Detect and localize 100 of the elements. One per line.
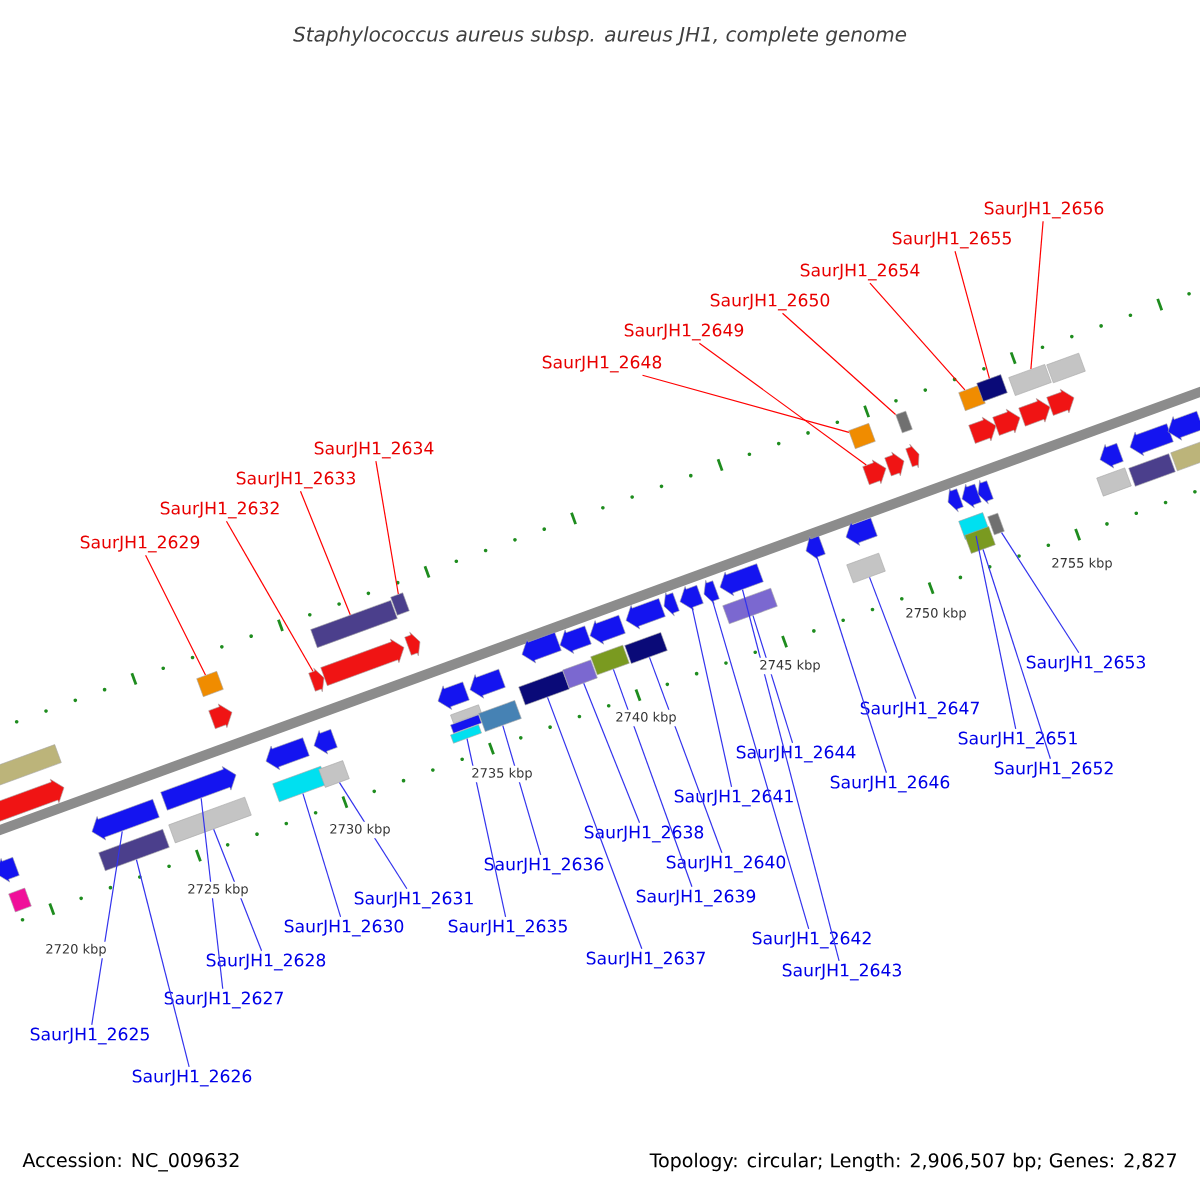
gene-label: SaurJH1_2649 [624, 323, 744, 341]
leader-line [975, 535, 1017, 730]
gene-box [450, 724, 482, 744]
gene-feature [905, 443, 920, 469]
gene-box [624, 632, 668, 664]
gene-feature [663, 591, 680, 617]
gene-feature [404, 631, 421, 657]
leader-line [641, 374, 850, 433]
leader-line [546, 696, 643, 950]
gene-feature [160, 766, 237, 811]
leader-line [200, 797, 224, 990]
gene-feature [208, 703, 233, 729]
leader-line [648, 656, 723, 854]
leader-line [712, 601, 810, 930]
leader-line [1030, 220, 1044, 370]
gene-label: SaurJH1_2630 [284, 919, 404, 937]
gene-feature [703, 579, 720, 605]
gene-feature [845, 517, 878, 546]
gene-feature [992, 408, 1021, 436]
gene-feature [1099, 443, 1124, 469]
gene-feature [91, 799, 160, 841]
gene-box [722, 587, 778, 625]
gene-feature [625, 598, 666, 630]
gene-feature [719, 563, 764, 596]
gene-box [272, 765, 328, 803]
gene-feature [862, 459, 887, 485]
gene-box [1008, 364, 1052, 396]
leader-line [691, 607, 733, 788]
leader-line [741, 589, 840, 962]
leader-line [612, 668, 693, 888]
gene-label: SaurJH1_2625 [30, 1027, 149, 1045]
gene-box [450, 704, 482, 724]
gene-label: SaurJH1_2637 [586, 951, 705, 969]
gene-label: SaurJH1_2650 [710, 293, 830, 311]
gene-label: SaurJH1_2629 [80, 535, 200, 553]
gene-feature [0, 778, 65, 822]
gene-box [1096, 467, 1132, 497]
gene-box [310, 600, 398, 648]
gene-feature [679, 585, 704, 611]
gene-feature [0, 857, 20, 883]
leader-line [135, 859, 190, 1068]
leader-line [698, 342, 867, 466]
gene-feature [320, 638, 405, 686]
gene-box [1170, 440, 1200, 472]
gene-label: SaurJH1_2647 [860, 701, 979, 719]
gene-label: SaurJH1_2634 [314, 441, 434, 459]
leader-line [91, 830, 123, 1026]
gene-box [987, 512, 1005, 536]
gene-label: SaurJH1_2628 [206, 953, 326, 971]
leader-line [145, 554, 207, 676]
gene-label: SaurJH1_2655 [892, 231, 1011, 249]
gene-label: SaurJH1_2635 [448, 919, 567, 937]
gene-feature [1018, 398, 1051, 427]
gene-feature [308, 667, 325, 693]
leader-line [869, 282, 966, 391]
gene-feature [469, 668, 506, 699]
gene-feature [521, 632, 562, 664]
gene-box [318, 760, 350, 788]
leader-line [583, 682, 641, 824]
gene-box [895, 410, 913, 434]
gene-label: SaurJH1_2627 [164, 991, 283, 1009]
gene-label: SaurJH1_2642 [752, 931, 871, 949]
gene-feature [947, 487, 964, 513]
gene-label: SaurJH1_2648 [542, 355, 662, 373]
leader-line [375, 460, 399, 595]
leader-line [1000, 532, 1080, 654]
gene-feature [884, 451, 905, 477]
gene-box [958, 385, 986, 411]
gene-label: SaurJH1_2653 [1026, 655, 1145, 673]
leader-line [502, 725, 542, 856]
gene-feature [961, 483, 982, 509]
gene-feature [313, 729, 338, 755]
gene-feature [559, 625, 592, 654]
gene-feature [1129, 423, 1174, 456]
gene-label: SaurJH1_2656 [984, 201, 1104, 219]
gene-feature [1046, 388, 1075, 416]
leader-line [781, 312, 897, 416]
info-text: Topology: circular; Length: 2,906,507 bp; Genes: 2,827 [647, 1150, 1180, 1174]
gene-label: SaurJH1_2643 [782, 963, 901, 981]
gene-box [0, 744, 62, 788]
leader-line [954, 250, 990, 379]
leader-line [982, 548, 1051, 760]
gene-box [450, 714, 482, 734]
gene-feature [805, 535, 826, 561]
gene-box [562, 659, 598, 689]
gene-label: SaurJH1_2641 [674, 789, 793, 807]
gene-box [168, 796, 252, 844]
gene-box [1128, 453, 1176, 487]
gene-box [848, 423, 876, 449]
gene-box [1046, 352, 1086, 384]
gene-box [478, 700, 522, 732]
gene-box [98, 829, 170, 871]
info-text: Accession: NC_009632 [20, 1150, 243, 1174]
gene-label: SaurJH1_2654 [800, 263, 920, 281]
leader-line [816, 556, 887, 774]
gene-label: SaurJH1_2639 [636, 889, 756, 907]
gene-label: SaurJH1_2636 [484, 857, 604, 875]
leader-line [868, 576, 917, 700]
gene-label: SaurJH1_2633 [236, 471, 355, 489]
gene-box [518, 670, 570, 706]
